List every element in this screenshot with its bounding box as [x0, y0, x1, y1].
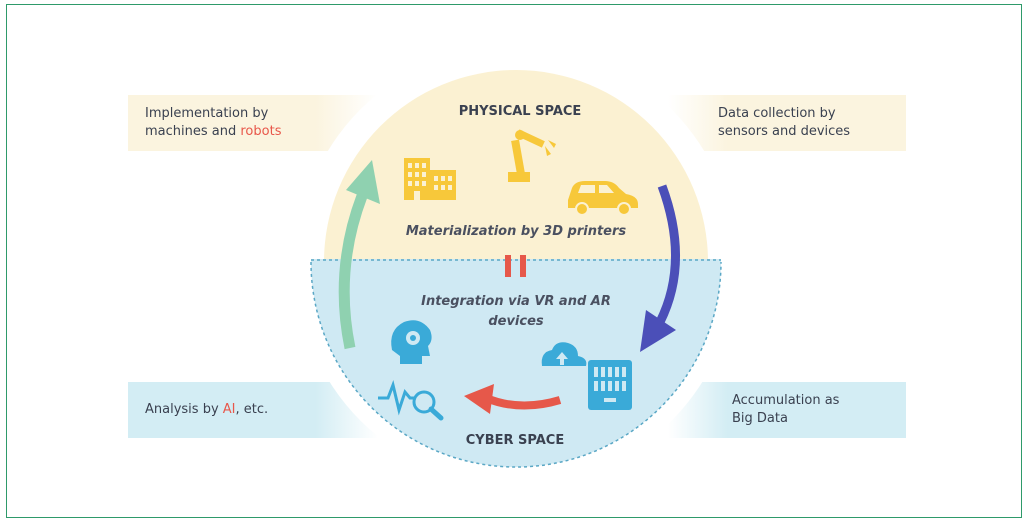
arrow-purple — [655, 184, 680, 325]
cyber-space-title: CYBER SPACE — [466, 433, 564, 448]
label-accumulation-line1: Accumulation as — [732, 393, 840, 408]
robot-arm-icon — [508, 129, 556, 182]
arrow-green — [338, 194, 368, 350]
arrow-purple-head — [640, 310, 676, 352]
integration-text-line1: Integration via VR and AR — [421, 294, 611, 309]
magnifier-pulse-icon — [378, 379, 444, 421]
head-gear-icon — [391, 320, 432, 364]
label-data-collection-line1: Data collection by — [718, 106, 836, 121]
physical-space-title: PHYSICAL SPACE — [459, 104, 582, 119]
label-implementation: Implementation by machines and robots — [128, 95, 378, 151]
label-accumulation-line2: Big Data — [732, 411, 788, 426]
sync-mark-icon — [505, 255, 526, 277]
arrow-red — [484, 394, 562, 410]
arrow-green-head — [346, 160, 380, 204]
label-implementation-line2: machines and robots — [145, 123, 281, 141]
integration-text-line2: devices — [488, 314, 544, 329]
label-data-collection: Data collection by sensors and devices — [668, 95, 906, 151]
label-analysis-prefix: Analysis by — [145, 402, 223, 417]
materialization-text: Materialization by 3D printers — [406, 224, 627, 239]
label-data-collection-line2: sensors and devices — [718, 124, 851, 139]
label-implementation-line1: Implementation by — [145, 106, 269, 121]
label-implementation-prefix: machines and — [145, 124, 241, 139]
cyber-space-half — [311, 259, 721, 467]
server-icon — [588, 360, 632, 410]
label-analysis: Analysis by AI, etc. — [128, 382, 378, 438]
arrow-red-head — [464, 384, 494, 414]
label-analysis-suffix: , etc. — [235, 402, 269, 417]
label-accumulation: Accumulation as Big Data — [668, 382, 906, 438]
label-analysis-ai: AI — [222, 402, 236, 417]
cloud-upload-icon — [541, 342, 587, 366]
car-icon — [568, 181, 638, 216]
label-implementation-robots: robots — [240, 124, 282, 139]
building-icon — [404, 158, 456, 200]
